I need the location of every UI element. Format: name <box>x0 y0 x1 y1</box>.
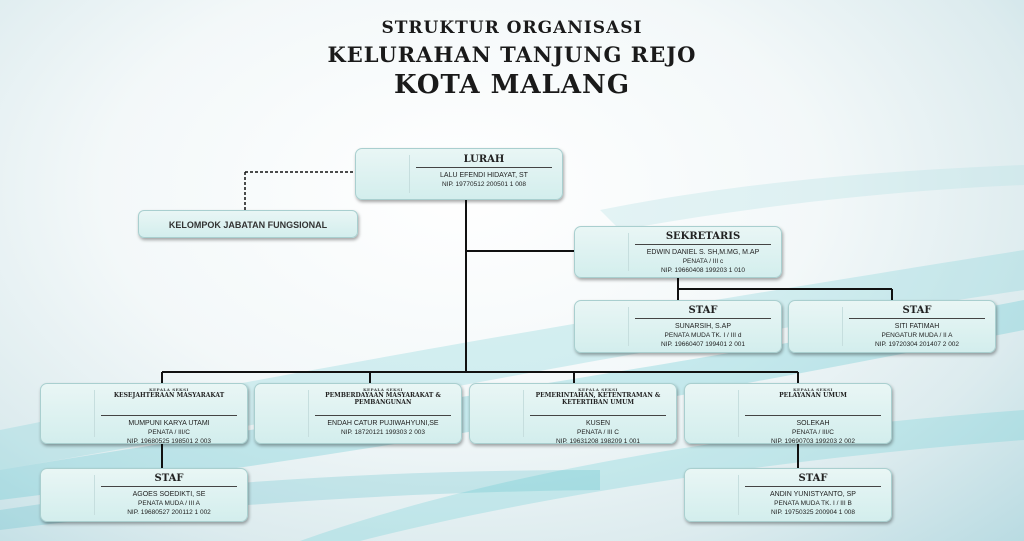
sekretaris-role: SEKRETARIS <box>635 231 771 245</box>
staf-sekretaris-1-role: STAF <box>635 305 771 319</box>
staf-sekretaris-2-nip: NIP. 19720304 201407 2 002 <box>874 341 960 348</box>
seksi-pemerintahan-rank: PENATA / III C <box>576 429 620 436</box>
photo-placeholder <box>691 475 739 515</box>
staf-sekretaris-1-rank: PENATA MUDA TK. I / III d <box>664 332 742 339</box>
page-title-line3: KOTA MALANG <box>393 70 631 100</box>
staf-kesejahteraan-rank: PENATA MUDA / III A <box>138 500 200 507</box>
lurah-role: LURAH <box>416 154 552 168</box>
seksi-pemerintahan-nip: NIP. 19631208 198209 1 001 <box>555 438 641 445</box>
staf-sekretaris-2-role: STAF <box>849 305 985 319</box>
seksi-kesejahteraan-rank: PENATA / III/C <box>147 429 191 436</box>
seksi-pemerintahan-name: KUSEN <box>585 420 611 427</box>
seksi-pelayanan-unit: KEPALA SEKSI <box>793 387 833 392</box>
staf-pelayanan-name: ANDIN YUNISTYANTO, SP <box>770 491 856 498</box>
sekretaris-rank: PENATA / III c <box>682 258 724 265</box>
photo-placeholder <box>581 233 629 271</box>
page-title-line1: STRUKTUR ORGANISASI <box>381 18 643 38</box>
seksi-pelayanan-box: KEPALA SEKSI PELAYANAN UMUM SOLEKAH PENA… <box>684 383 892 445</box>
page-title-line2: KELURAHAN TANJUNG REJO <box>327 42 697 67</box>
seksi-pelayanan-rank: PENATA / III/C <box>791 429 835 436</box>
staf-sekretaris-2-name: SITI FATIMAH <box>894 323 940 330</box>
sekretaris-box: SEKRETARIS EDWIN DANIEL S. SH,M.MG, M.AP… <box>574 226 782 278</box>
seksi-kesejahteraan-box: KEPALA SEKSI KESEJAHTERAAN MASYARAKAT MU… <box>40 383 248 445</box>
staf-pelayanan-box: STAF ANDIN YUNISTYANTO, SP PENATA MUDA T… <box>684 468 892 522</box>
sekretaris-nip: NIP. 19660408 199203 1 010 <box>660 267 746 274</box>
staf-kesejahteraan-nip: NIP. 19680527 200112 1 002 <box>127 509 211 516</box>
seksi-pelayanan-role: PELAYANAN UMUM <box>745 392 881 416</box>
staf-sekretaris-1-box: STAF SUNARSIH, S.AP PENATA MUDA TK. I / … <box>574 300 782 353</box>
staf-kesejahteraan-role: STAF <box>101 473 237 487</box>
seksi-pemerintahan-unit: KEPALA SEKSI <box>578 387 618 392</box>
staf-kesejahteraan-name: AGOES SOEDIKTI, SE <box>132 491 206 498</box>
seksi-kesejahteraan-name: MUMPUNI KARYA UTAMI <box>128 420 210 427</box>
lurah-nip: NIP. 19770512 200501 1 008 <box>441 181 527 188</box>
seksi-pelayanan-name: SOLEKAH <box>796 420 830 427</box>
photo-placeholder <box>261 390 309 437</box>
seksi-pemberdayaan-box: KEPALA SEKSI PEMBERDAYAAN MASYARAKAT & P… <box>254 383 462 444</box>
kelompok-jabatan-fungsional-box: KELOMPOK JABATAN FUNGSIONAL <box>138 210 358 238</box>
photo-placeholder <box>691 390 739 437</box>
sekretaris-name: EDWIN DANIEL S. SH,M.MG, M.AP <box>646 249 760 256</box>
staf-pelayanan-nip: NIP. 19750325 200904 1 008 <box>770 509 856 516</box>
staf-sekretaris-1-nip: NIP. 19660407 199401 2 001 <box>660 341 746 348</box>
seksi-pemberdayaan-unit: KEPALA SEKSI <box>363 387 403 392</box>
staf-pelayanan-role: STAF <box>745 473 881 487</box>
staf-sekretaris-2-box: STAF SITI FATIMAH PENGATUR MUDA / II A N… <box>788 300 996 353</box>
seksi-kesejahteraan-unit: KEPALA SEKSI <box>149 387 189 392</box>
lurah-name: LALU EFENDI HIDAYAT, ST <box>440 172 528 179</box>
lurah-box: LURAH LALU EFENDI HIDAYAT, ST NIP. 19770… <box>355 148 563 200</box>
seksi-pemerintahan-role: PEMERINTAHAN, KETENTRAMAN & KETERTIBAN U… <box>530 392 666 416</box>
staf-sekretaris-1-name: SUNARSIH, S.AP <box>674 323 731 330</box>
photo-placeholder <box>47 390 95 437</box>
seksi-pemberdayaan-name: ENDAH CATUR PUJIWAHYUNI,SE <box>327 420 439 427</box>
seksi-pemberdayaan-role: PEMBERDAYAAN MASYARAKAT & PEMBANGUNAN <box>315 392 451 416</box>
staf-pelayanan-rank: PENATA MUDA TK. I / III B <box>774 500 852 507</box>
photo-placeholder <box>47 475 95 515</box>
seksi-pelayanan-nip: NIP. 19690703 199203 2 002 <box>770 438 856 445</box>
seksi-kesejahteraan-role: KESEJAHTERAAN MASYARAKAT <box>101 392 237 416</box>
staf-kesejahteraan-box: STAF AGOES SOEDIKTI, SE PENATA MUDA / II… <box>40 468 248 522</box>
photo-placeholder <box>795 307 843 346</box>
seksi-pemerintahan-box: KEPALA SEKSI PEMERINTAHAN, KETENTRAMAN &… <box>469 383 677 445</box>
photo-placeholder <box>476 390 524 437</box>
photo-placeholder <box>362 155 410 193</box>
seksi-pemberdayaan-nip: NIP. 18720121 199303 2 003 <box>340 429 426 436</box>
photo-placeholder <box>581 307 629 346</box>
staf-sekretaris-2-rank: PENGATUR MUDA / II A <box>881 332 953 339</box>
seksi-kesejahteraan-nip: NIP. 19680525 198501 2 003 <box>126 438 212 445</box>
